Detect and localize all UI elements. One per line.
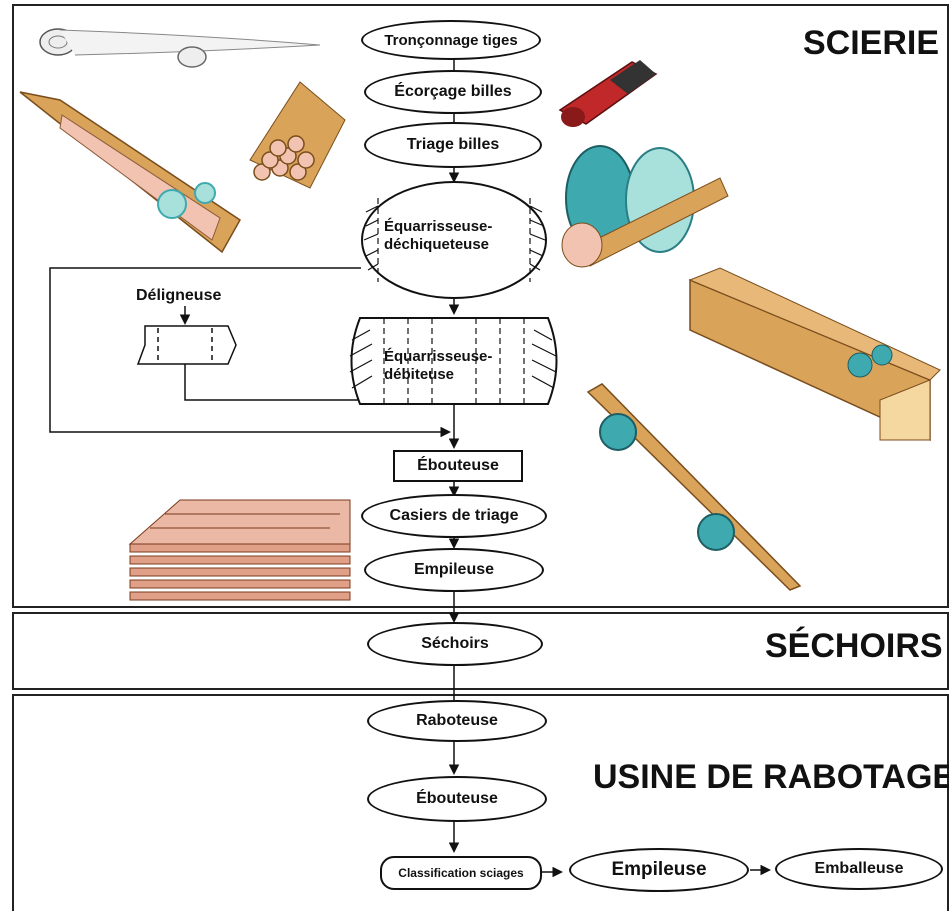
lumber-pile [128,499,351,601]
node-casiers: Casiers de triage [361,494,547,538]
node-empileuse-scierie: Empileuse [364,548,544,592]
edger-stick [586,383,802,591]
node-empileuse-rabotage: Empileuse [569,848,749,892]
node-emballeuse: Emballeuse [775,848,943,890]
node-raboteuse: Raboteuse [367,700,547,742]
chipper-heads [561,145,729,268]
node-sechoirs: Séchoirs [367,622,543,666]
board-with-blade [19,91,241,254]
node-eboutouse-rabotage: Ébouteuse [367,776,547,822]
dechiqueteuse-line-2: déchiqueteuse [384,236,490,253]
debiteuse-line-1: Équarrisseuse- [384,348,493,365]
debarker-roller [558,60,658,127]
section-title-sechoirs: SÉCHOIRS [765,627,943,665]
dechiqueteuse-line-1: Équarrisseuse- [384,218,493,235]
node-triage: Triage billes [364,122,542,168]
section-title-scierie: SCIERIE [803,24,940,62]
label-deligneuse: Déligneuse [136,287,222,304]
deligneuse-board-shape [136,325,237,365]
node-eboutouse-scierie: Ébouteuse [393,450,523,482]
debiteuse-line-2: débiteuse [384,366,455,383]
large-plank [688,267,941,442]
node-classification: Classification sciages [380,856,542,890]
section-title-rabotage: USINE DE RABOTAGE [593,758,949,796]
node-ecorcage: Écorçage billes [364,70,542,114]
log-bundle [249,81,346,189]
node-equarrisseuse-dechiqueteuse: Équarrisseuse- déchiqueteuse [384,218,492,254]
debiteuse-decoration [349,317,558,405]
log-sketch [39,28,321,68]
dechiqueteuse-decoration [361,181,547,299]
loop-to-deligneuse [49,267,451,438]
node-tronconnage: Tronçonnage tiges [361,20,541,60]
node-equarrisseuse-debiteuse: Équarrisseuse- débiteuse [384,348,492,384]
